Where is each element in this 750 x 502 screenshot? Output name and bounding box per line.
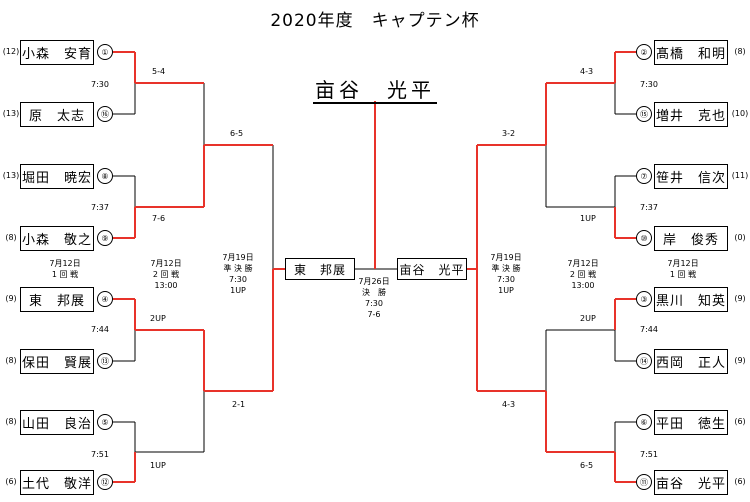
round-info-r1-left: 7月12日 1 回 戦 (49, 259, 81, 279)
club-number: (8) (5, 233, 17, 242)
tee-time: 7:51 (640, 450, 658, 459)
club-number: (6) (5, 477, 17, 486)
seed-number: ⑥ (636, 414, 652, 430)
player-box: 小森 安育 (20, 40, 94, 65)
match-score: 1UP (580, 214, 596, 223)
match-score: 6-5 (230, 129, 244, 138)
round-info-r2-right: 7月12日 2 回 戦 13:00 (567, 259, 599, 290)
match-score: 1UP (150, 461, 166, 470)
seed-number: ⑮ (636, 106, 652, 122)
finalist-right: 亩谷 光平 (397, 258, 467, 280)
seed-number: ② (636, 44, 652, 60)
seed-number: ③ (636, 291, 652, 307)
round-info-final: 7月26日 決 勝 7:30 7-6 (358, 277, 390, 319)
seed-number: ⑦ (636, 168, 652, 184)
seed-number: ⑬ (97, 353, 113, 369)
match-score: 2UP (580, 314, 596, 323)
tee-time: 7:44 (640, 325, 658, 334)
match-score: 4-3 (502, 400, 516, 409)
club-number: (8) (734, 47, 746, 56)
club-number: (9) (734, 356, 746, 365)
player-box: 岸 俊秀 (654, 226, 728, 251)
round-info-sf-right: 7月19日 準 決 勝 7:30 1UP (490, 253, 522, 295)
player-box: 小森 敬之 (20, 226, 94, 251)
club-number: (6) (734, 417, 746, 426)
player-box: 黒川 知英 (654, 287, 728, 312)
match-score: 5-4 (152, 67, 166, 76)
player-box: 髙橋 和明 (654, 40, 728, 65)
tee-time: 7:30 (91, 80, 109, 89)
tee-time: 7:30 (640, 80, 658, 89)
club-number: (13) (2, 171, 20, 180)
seed-number: ⑧ (97, 168, 113, 184)
player-box: 保田 賢展 (20, 349, 94, 374)
round-info-r2-left: 7月12日 2 回 戦 13:00 (150, 259, 182, 290)
match-score: 4-3 (580, 67, 594, 76)
finalist-left: 東 邦展 (285, 258, 355, 280)
club-number: (11) (731, 171, 749, 180)
player-box: 亩谷 光平 (654, 470, 728, 495)
match-score: 3-2 (502, 129, 516, 138)
seed-number: ⑩ (636, 230, 652, 246)
club-number: (8) (5, 356, 17, 365)
player-box: 東 邦展 (20, 287, 94, 312)
club-number: (9) (5, 294, 17, 303)
seed-number: ⑯ (97, 106, 113, 122)
player-box: 平田 徳生 (654, 410, 728, 435)
tee-time: 7:44 (91, 325, 109, 334)
seed-number: ⑪ (636, 474, 652, 490)
player-box: 笹井 信次 (654, 164, 728, 189)
page-title: 2020年度 キャプテン杯 (270, 11, 480, 31)
seed-number: ④ (97, 291, 113, 307)
club-number: (0) (734, 233, 746, 242)
tee-time: 7:37 (640, 203, 658, 212)
club-number: (6) (734, 477, 746, 486)
tee-time: 7:51 (91, 450, 109, 459)
club-number: (13) (2, 109, 20, 118)
seed-number: ⑭ (636, 353, 652, 369)
player-box: 山田 良治 (20, 410, 94, 435)
match-score: 2UP (150, 314, 166, 323)
match-score: 7-6 (152, 214, 166, 223)
club-number: (9) (734, 294, 746, 303)
round-info-sf-left: 7月19日 準 決 勝 7:30 1UP (222, 253, 254, 295)
club-number: (8) (5, 417, 17, 426)
seed-number: ⑨ (97, 230, 113, 246)
match-score: 6-5 (580, 461, 594, 470)
tee-time: 7:37 (91, 203, 109, 212)
player-box: 原 太志 (20, 102, 94, 127)
champion-name: 亩谷 光平 (313, 74, 437, 104)
club-number: (12) (2, 47, 20, 56)
player-box: 増井 克也 (654, 102, 728, 127)
seed-number: ① (97, 44, 113, 60)
match-score: 2-1 (232, 400, 246, 409)
player-box: 西岡 正人 (654, 349, 728, 374)
player-box: 土代 敬洋 (20, 470, 94, 495)
round-info-r1-right: 7月12日 1 回 戦 (667, 259, 699, 279)
seed-number: ⑫ (97, 474, 113, 490)
club-number: (10) (731, 109, 749, 118)
seed-number: ⑤ (97, 414, 113, 430)
player-box: 堀田 暁宏 (20, 164, 94, 189)
